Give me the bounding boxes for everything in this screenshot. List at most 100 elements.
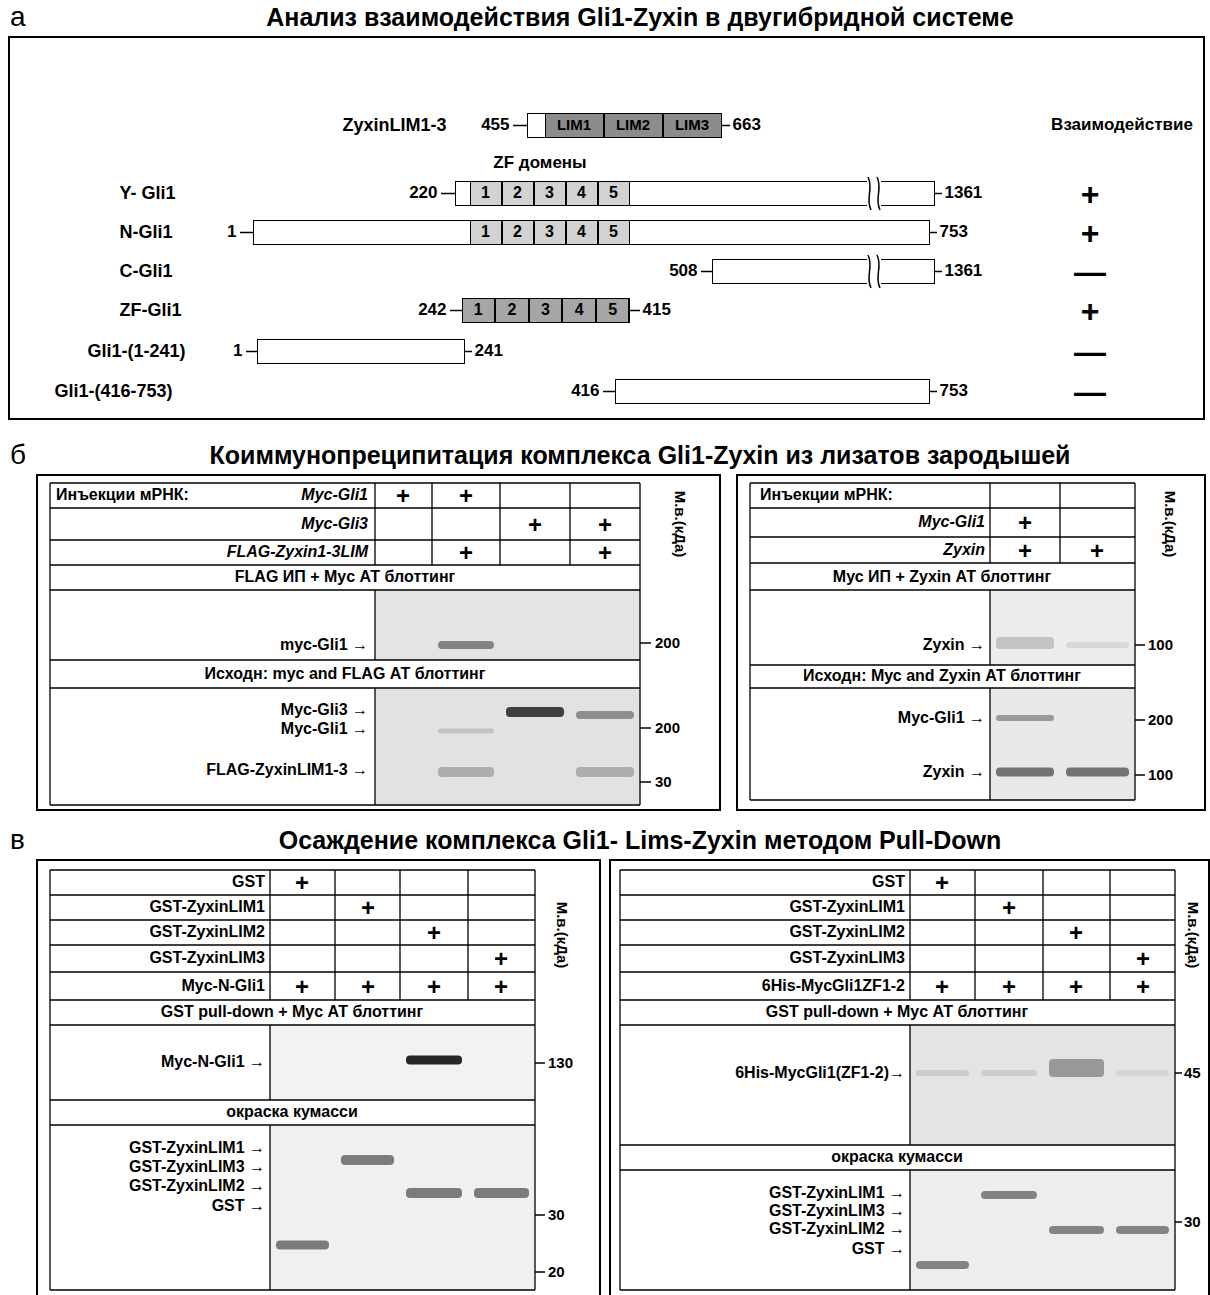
protein-band <box>1116 1226 1169 1234</box>
protein-construct-bar: C-Gli15081361 <box>712 259 935 284</box>
plus-mark: + <box>1002 896 1016 920</box>
zinc-finger-box: 2 <box>495 298 529 323</box>
table-grid-line <box>620 1144 1175 1145</box>
table-cell-text: Myc-N-Gli1 <box>181 977 265 995</box>
panel-letter: а <box>10 1 26 33</box>
construct-name: ZyxinLIM1-3 <box>342 115 446 136</box>
table-grid-line <box>1134 483 1135 800</box>
protein-band <box>576 767 634 777</box>
axis-break-symbol <box>863 177 885 210</box>
table-grid-line <box>619 870 620 1290</box>
table-grid-line <box>431 483 432 565</box>
table-cell-text: Myc-Gli1 <box>301 486 368 504</box>
table-grid-line <box>620 1169 1175 1170</box>
protein-construct-bar: ZF-Gli124241512345 <box>462 298 630 323</box>
table-grid-line <box>334 870 335 1000</box>
table-grid-line <box>50 589 640 590</box>
plus-mark: + <box>598 513 612 537</box>
residue-number: 241 <box>475 341 503 361</box>
residue-number: 220 <box>409 183 437 203</box>
domain-label: 1 <box>481 184 490 202</box>
table-grid-line <box>1174 870 1175 1290</box>
table-grid-line <box>50 999 535 1000</box>
table-cell-text: GST <box>232 873 265 891</box>
zinc-finger-box: 4 <box>566 181 598 206</box>
table-cell-text: Zyxin → <box>923 636 985 654</box>
residue-dash <box>935 193 942 195</box>
plus-mark: + <box>295 871 309 895</box>
construct-name: C-Gli1 <box>120 261 173 282</box>
domain-label: 2 <box>507 301 516 319</box>
table-cell-text: GST-ZyxinLIM2 <box>789 923 905 941</box>
mw-marker: 100 <box>1148 766 1173 783</box>
table-grid-line <box>269 1025 270 1100</box>
blot-image <box>910 1170 1175 1290</box>
table-cell-text: Myc-Gli1 → <box>898 709 985 727</box>
construct-name: ZF-Gli1 <box>120 300 182 321</box>
blot-image <box>270 1025 535 1100</box>
mw-marker: 20 <box>548 1263 565 1280</box>
table-grid-line <box>534 870 535 1290</box>
table-grid-line <box>620 1289 1175 1290</box>
table-grid-line <box>620 919 1175 920</box>
plus-mark: + <box>1136 947 1150 971</box>
table-grid-line <box>1059 483 1060 563</box>
plus-mark: + <box>361 975 375 999</box>
plus-mark: + <box>1002 975 1016 999</box>
table-grid-line <box>620 1024 1175 1025</box>
plus-mark: + <box>494 947 508 971</box>
table-cell-text: myc-Gli1 → <box>280 636 368 654</box>
plus-mark: + <box>427 921 441 945</box>
protein-band <box>438 767 494 777</box>
zinc-finger-box: 5 <box>598 181 630 206</box>
table-cell-text: Myc-Gli1 → <box>281 720 368 738</box>
zinc-finger-box: 3 <box>534 220 566 245</box>
blot-image <box>375 688 640 805</box>
plus-mark: + <box>295 975 309 999</box>
mw-tick <box>535 1214 545 1216</box>
table-cell-text: GST-ZyxinLIM3 → <box>129 1158 265 1176</box>
domain-label: 4 <box>577 223 586 241</box>
protein-construct-bar: N-Gli1175312345 <box>253 220 930 245</box>
zinc-finger-box: 4 <box>566 220 598 245</box>
table-grid-line <box>467 870 468 1000</box>
residue-dash <box>630 310 640 312</box>
residue-number: 663 <box>733 115 761 135</box>
residue-dash <box>935 271 942 273</box>
protein-band <box>916 1070 969 1076</box>
domain-label: 5 <box>608 301 617 319</box>
table-cell-text: GST-ZyxinLIM3 <box>149 949 265 967</box>
zinc-finger-box: 2 <box>502 181 534 206</box>
table-grid-line <box>750 562 1135 563</box>
zinc-finger-box: 5 <box>596 298 630 323</box>
zinc-finger-box: 5 <box>598 220 630 245</box>
protein-band <box>996 715 1054 721</box>
table-grid-line <box>620 944 1175 945</box>
protein-band <box>1049 1059 1104 1077</box>
domain-label: 5 <box>609 223 618 241</box>
plus-mark: + <box>396 484 410 508</box>
table-grid-line <box>750 687 1135 688</box>
residue-number: 1361 <box>945 261 983 281</box>
interaction-result: — <box>1074 336 1106 368</box>
protein-band <box>1116 1070 1169 1076</box>
mw-tick <box>1135 719 1145 721</box>
protein-band <box>474 1188 529 1198</box>
construct-name: Y- Gli1 <box>120 183 176 204</box>
blot-image <box>990 688 1135 800</box>
residue-dash <box>701 271 712 273</box>
table-cell-text: Инъекции мРНК: <box>760 486 893 504</box>
protein-band <box>981 1070 1037 1076</box>
table-grid-line <box>909 1025 910 1145</box>
residue-dash <box>246 351 257 353</box>
interaction-result: — <box>1074 256 1106 288</box>
mw-marker: 45 <box>1184 1064 1201 1081</box>
blot-image <box>910 1025 1175 1145</box>
residue-number: 1361 <box>945 183 983 203</box>
table-grid-line <box>989 483 990 563</box>
domain-label: 4 <box>575 301 584 319</box>
table-cell-text: FLAG ИП + Myc АТ блоттинг <box>235 568 455 586</box>
zinc-finger-box: 3 <box>529 298 563 323</box>
mw-tick <box>1175 1221 1182 1223</box>
protein-band <box>576 711 634 719</box>
